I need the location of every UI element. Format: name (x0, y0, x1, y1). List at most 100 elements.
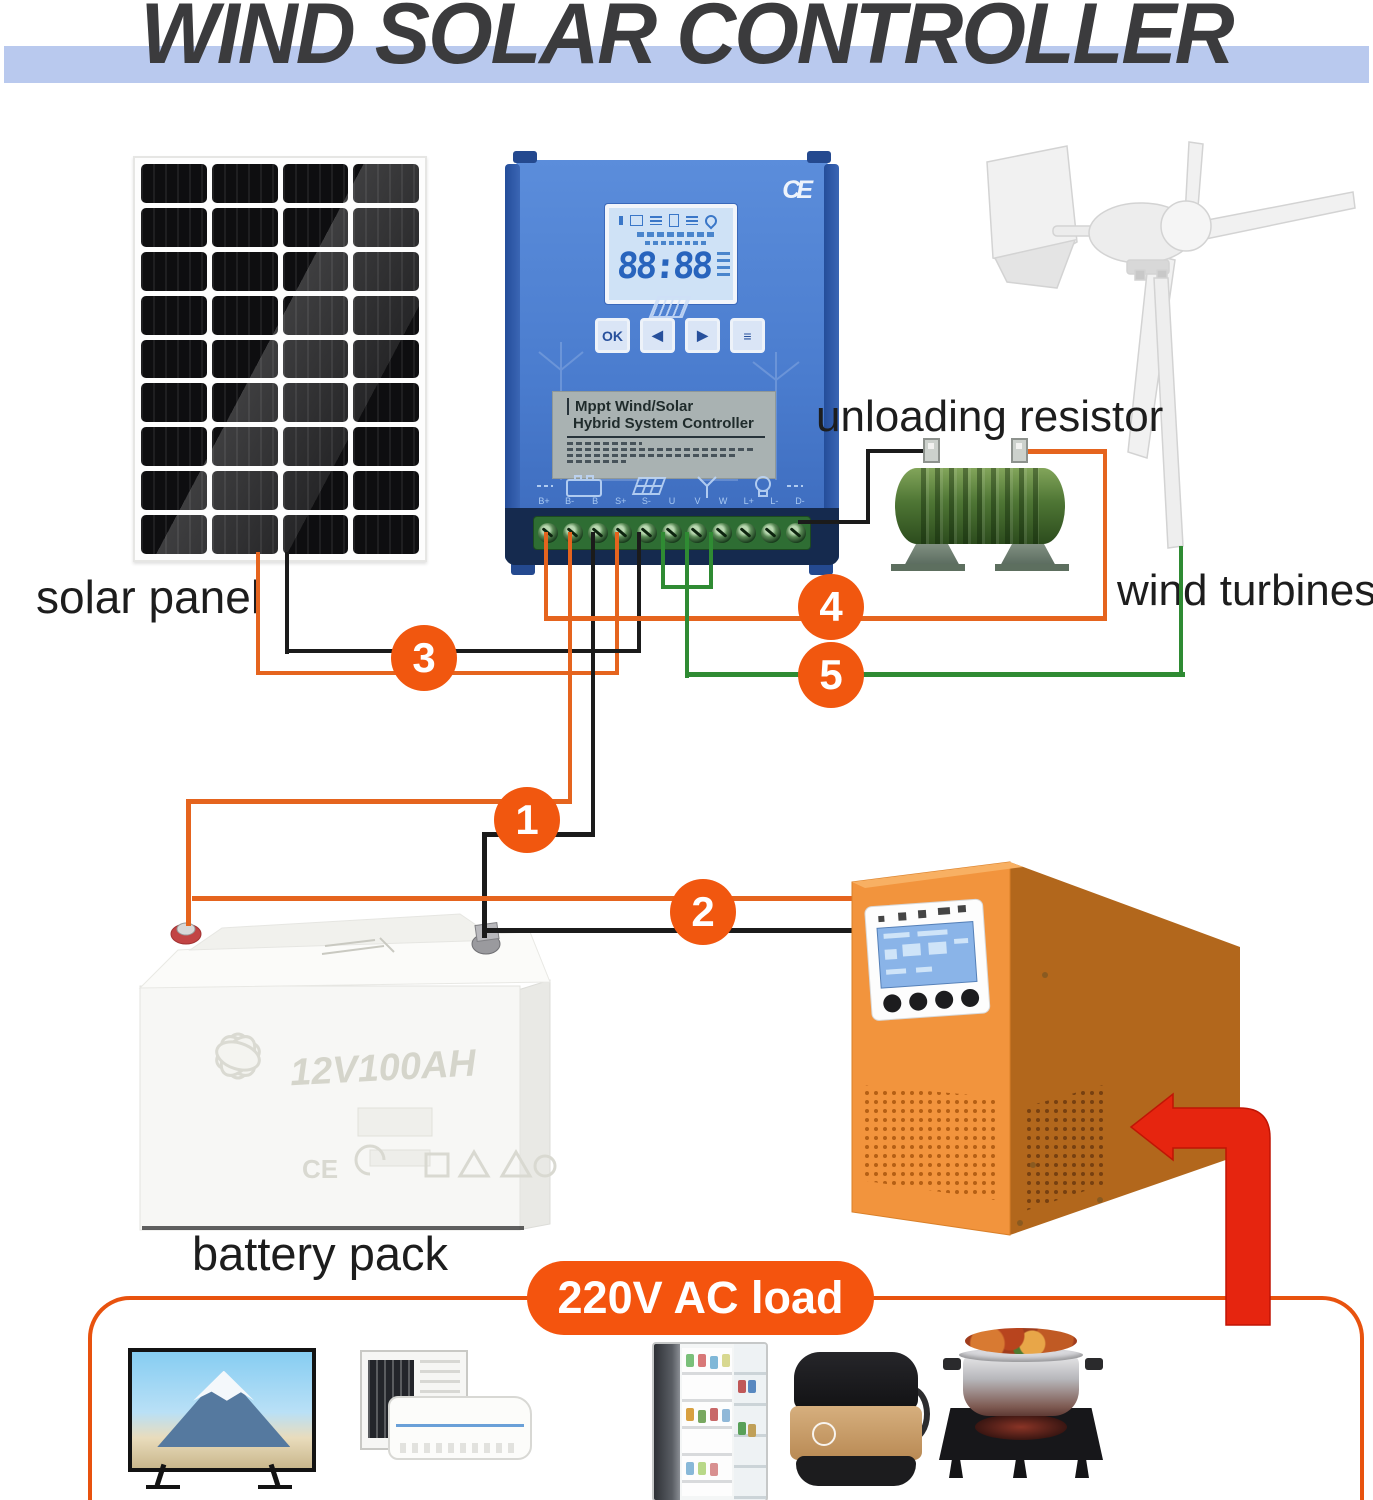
solar-cell (211, 207, 278, 247)
cooking-pot (963, 1354, 1079, 1416)
wire-turbine-phase-w (709, 532, 713, 589)
inverter-control-panel (864, 898, 991, 1021)
controller-button: ▶ (685, 318, 720, 353)
rice-cooker-lid (794, 1352, 918, 1410)
solar-cell (353, 515, 419, 554)
solar-cell (211, 383, 278, 423)
wire-badge-3: 3 (391, 625, 457, 691)
rice-cooker-body (790, 1406, 922, 1460)
fridge-right-door (734, 1344, 766, 1500)
menu-lines-icon (686, 216, 698, 225)
solar-cell (141, 383, 207, 423)
terminal-label: L- (770, 496, 779, 506)
page-title: WIND SOLAR CONTROLLER (140, 0, 1234, 82)
solar-cell (141, 339, 207, 379)
solar-cell (282, 427, 349, 467)
cooktop-leg (1075, 1460, 1089, 1478)
resistor-terminal-tab (1011, 438, 1028, 463)
wire-turbine-phase-v (685, 532, 689, 678)
wire-turbine-phase-u (661, 532, 665, 589)
wire-dumpload-orange (544, 532, 548, 621)
wire-dumpload-black (866, 450, 870, 524)
resistor-body (895, 468, 1065, 544)
terminal-label: S+ (615, 496, 627, 506)
signal-icon (619, 216, 623, 225)
battery-pack-label: battery pack (192, 1227, 449, 1280)
terminal-screw (661, 523, 682, 543)
tv-image (128, 1348, 316, 1472)
terminal-screw (711, 523, 732, 543)
nameplate-fineprint (567, 459, 627, 463)
solar-cell (282, 251, 349, 291)
solar-cell (141, 251, 207, 291)
wire-dumpload-black (798, 520, 870, 524)
lcd-text-row (637, 232, 717, 237)
side-vents (1025, 1085, 1103, 1211)
solar-cell (211, 471, 278, 511)
controller-button: ◀ (640, 318, 675, 353)
controller-nameplate: Mppt Wind/Solar Hybrid System Controller (553, 392, 775, 478)
wire-inverter-negative (482, 928, 854, 933)
terminal-label: U (668, 496, 676, 506)
solar-cell (141, 164, 207, 203)
resistor-terminal-tab (923, 438, 940, 463)
wire-battery-negative (482, 832, 487, 938)
terminal-screw (785, 523, 806, 543)
nameplate-line1: Mppt Wind/Solar (567, 398, 765, 416)
terminal-label: V (694, 496, 701, 506)
wire-dumpload-orange (1028, 449, 1107, 454)
solar-cell (353, 339, 419, 379)
terminal-label: S- (641, 496, 651, 506)
lcd-digits: 88:88 (615, 246, 712, 287)
mount-ear (513, 151, 537, 163)
rice-cooker-emblem (812, 1422, 836, 1446)
inverter-image (851, 861, 1240, 1236)
fridge-items (686, 1462, 694, 1475)
terminal-strip (505, 508, 839, 565)
resistor-bracket-base (891, 564, 965, 571)
ac-vent (400, 1443, 520, 1453)
terminal-screw (686, 523, 707, 543)
svg-text:CE: CE (302, 1154, 338, 1184)
nameplate-fineprint (567, 441, 643, 445)
fridge-items (686, 1354, 694, 1367)
tv-base (258, 1485, 292, 1489)
solar-cell (141, 471, 207, 511)
controller-button: ≡ (730, 318, 765, 353)
solar-cell (353, 427, 419, 467)
solar-cell-grid (141, 164, 419, 554)
panel-icon (630, 215, 643, 226)
solar-cell (141, 427, 207, 467)
solar-cell (211, 295, 278, 335)
solar-cell (211, 164, 278, 203)
solar-cell (282, 383, 349, 423)
cooktop-glow (975, 1414, 1067, 1440)
hybrid-controller: CE 88:88 OK◀▶≡ Mppt Wind/Solar Hybrid Sy… (505, 151, 839, 575)
nameplate-fineprint (567, 453, 738, 457)
solar-cell (141, 295, 207, 335)
menu-lines-icon (650, 216, 662, 225)
terminal-label: B (592, 496, 599, 506)
unloading-resistor-image (891, 438, 1069, 572)
wire-battery-negative (591, 532, 595, 837)
wind-turbines-label: wind turbines (1117, 566, 1373, 615)
controller-button-row: OK◀▶≡ (595, 318, 765, 353)
solar-cell (282, 471, 349, 511)
terminal-label: D- (795, 496, 805, 506)
solar-cell (282, 207, 349, 247)
cooktop-leg (1013, 1460, 1027, 1478)
rice-cooker-base (796, 1456, 916, 1486)
unloading-resistor-label: unloading resistor (816, 392, 1164, 441)
wire-badge-1: 1 (494, 787, 560, 853)
solar-cell (353, 207, 419, 247)
nameplate-fineprint (567, 447, 754, 451)
side-rail (824, 164, 839, 561)
wire-inverter-positive (192, 896, 852, 901)
ce-mark: CE (782, 176, 813, 204)
wire-badge-4: 4 (798, 574, 864, 640)
battery-icon (669, 214, 679, 227)
wire-solar-positive (256, 552, 260, 675)
nameplate-divider (567, 435, 765, 438)
